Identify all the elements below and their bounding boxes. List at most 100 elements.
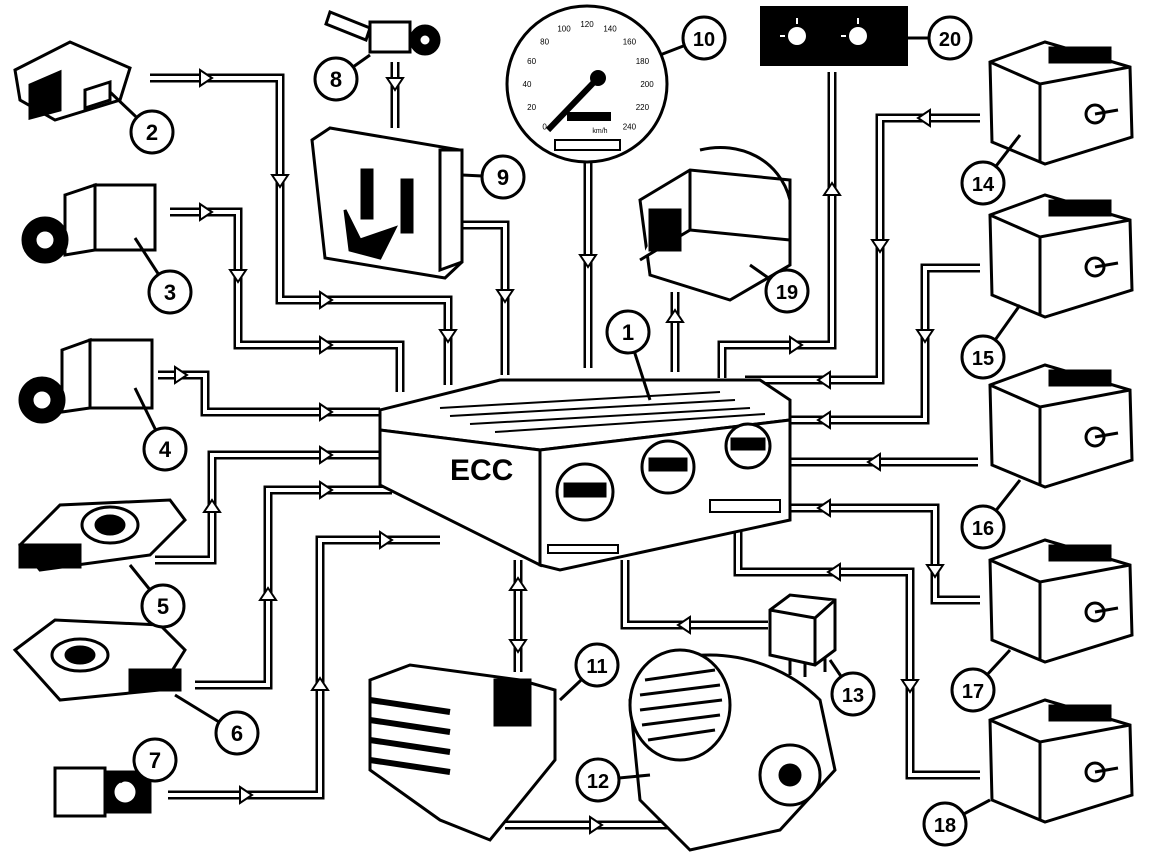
arrow <box>665 308 685 323</box>
callout-15: 15 <box>960 304 1022 380</box>
speedometer-tick-labels: 0 20 40 60 80 100 120 140 160 180 200 220 240 km/h <box>523 20 655 135</box>
arrow <box>239 785 254 805</box>
arrow <box>508 639 528 654</box>
speedometer-tick-label: 220 <box>636 103 650 112</box>
lamp-left-icon <box>788 27 806 45</box>
callout-12: 12 <box>575 757 651 803</box>
relay <box>768 593 837 677</box>
sensor-7 <box>53 766 152 818</box>
engine-control-module <box>310 126 464 280</box>
speedometer-tick-label: 240 <box>623 122 637 131</box>
callout-10: 10 <box>659 15 727 61</box>
callout-number: 7 <box>149 748 161 773</box>
arrow <box>319 402 334 422</box>
arrow <box>789 335 804 355</box>
callout-number: 18 <box>934 815 956 837</box>
callout-number: 9 <box>497 165 509 190</box>
callout-number: 19 <box>776 282 798 304</box>
arrow <box>676 615 691 635</box>
callout-number: 12 <box>587 771 609 793</box>
arrow <box>174 365 189 385</box>
ecc-label: ECC <box>450 454 513 487</box>
speedometer-tick-label: 60 <box>527 57 536 66</box>
arrow <box>915 329 935 344</box>
damper-motor-14 <box>988 40 1134 166</box>
callout-7: 7 <box>119 737 178 784</box>
sensor-5 <box>17 498 187 572</box>
speedometer-tick-label: 0 <box>542 122 547 131</box>
callout-1: 1 <box>605 309 652 401</box>
arrow <box>578 254 598 269</box>
callout-11: 11 <box>558 642 620 702</box>
arrow <box>900 679 920 694</box>
callout-number: 11 <box>586 656 607 678</box>
damper-motor-15 <box>988 193 1134 319</box>
callout-18: 18 <box>922 798 991 847</box>
callout-8: 8 <box>313 53 371 102</box>
arrow <box>495 289 515 304</box>
control-knobs <box>555 422 772 522</box>
indicator-lamps-panel <box>760 6 908 66</box>
speedometer-unit: km/h <box>592 128 607 135</box>
speedometer-tick-label: 200 <box>640 80 654 89</box>
damper-motors <box>988 40 1134 824</box>
callout-number: 8 <box>330 67 342 92</box>
arrow <box>822 181 842 196</box>
speedometer: 0 20 40 60 80 100 120 140 160 180 200 220 240 km/h <box>505 4 669 164</box>
damper-motor-17 <box>988 538 1134 664</box>
arrow <box>866 452 881 472</box>
arrow <box>826 562 841 582</box>
callout-14: 14 <box>960 134 1022 206</box>
arrow <box>228 269 248 284</box>
speedometer-tick-label: 20 <box>527 103 536 112</box>
speedometer-tick-label: 160 <box>623 38 637 47</box>
arrow <box>310 676 330 691</box>
callout-16: 16 <box>960 479 1022 550</box>
arrow <box>199 68 214 88</box>
callout-number: 14 <box>972 174 995 196</box>
arrow <box>916 108 931 128</box>
speedometer-tick-label: 80 <box>540 38 549 47</box>
switch-4 <box>18 337 154 424</box>
callout-3: 3 <box>133 237 193 315</box>
callout-9: 9 <box>461 154 526 200</box>
callout-19: 19 <box>749 263 810 314</box>
flow-arrows <box>174 68 945 835</box>
callout-number: 1 <box>622 320 634 345</box>
arrow <box>438 329 458 344</box>
arrow <box>319 335 334 355</box>
speedometer-needle <box>545 75 601 133</box>
callout-number: 5 <box>157 594 169 619</box>
callout-number: 6 <box>231 721 243 746</box>
arrow <box>319 445 334 465</box>
callout-6: 6 <box>174 693 260 756</box>
blower-controller <box>368 663 557 842</box>
damper-motor-16 <box>988 363 1134 489</box>
callout-number: 17 <box>962 681 984 703</box>
callout-number: 15 <box>972 348 994 370</box>
arrow <box>199 202 214 222</box>
arrow <box>202 498 222 513</box>
arrow <box>816 498 831 518</box>
arrow <box>816 410 831 430</box>
sensor-8 <box>324 10 441 56</box>
sensor-2 <box>13 40 132 122</box>
speedometer-tick-label: 100 <box>557 25 571 34</box>
speedometer-tick-label: 140 <box>603 25 617 34</box>
speedometer-tick-label: 180 <box>636 57 650 66</box>
callout-number: 20 <box>939 29 961 51</box>
arrow <box>385 77 405 92</box>
callout-number: 13 <box>842 685 864 707</box>
sensor-6 <box>12 618 187 702</box>
speedometer-tick-label: 40 <box>523 80 532 89</box>
callout-number: 3 <box>164 280 176 305</box>
arrow <box>589 815 604 835</box>
arrow <box>508 576 528 591</box>
arrow <box>319 290 334 310</box>
speedometer-tick-label: 120 <box>580 20 594 29</box>
callout-13: 13 <box>828 659 876 717</box>
arrow <box>258 586 278 601</box>
arrow <box>319 480 334 500</box>
